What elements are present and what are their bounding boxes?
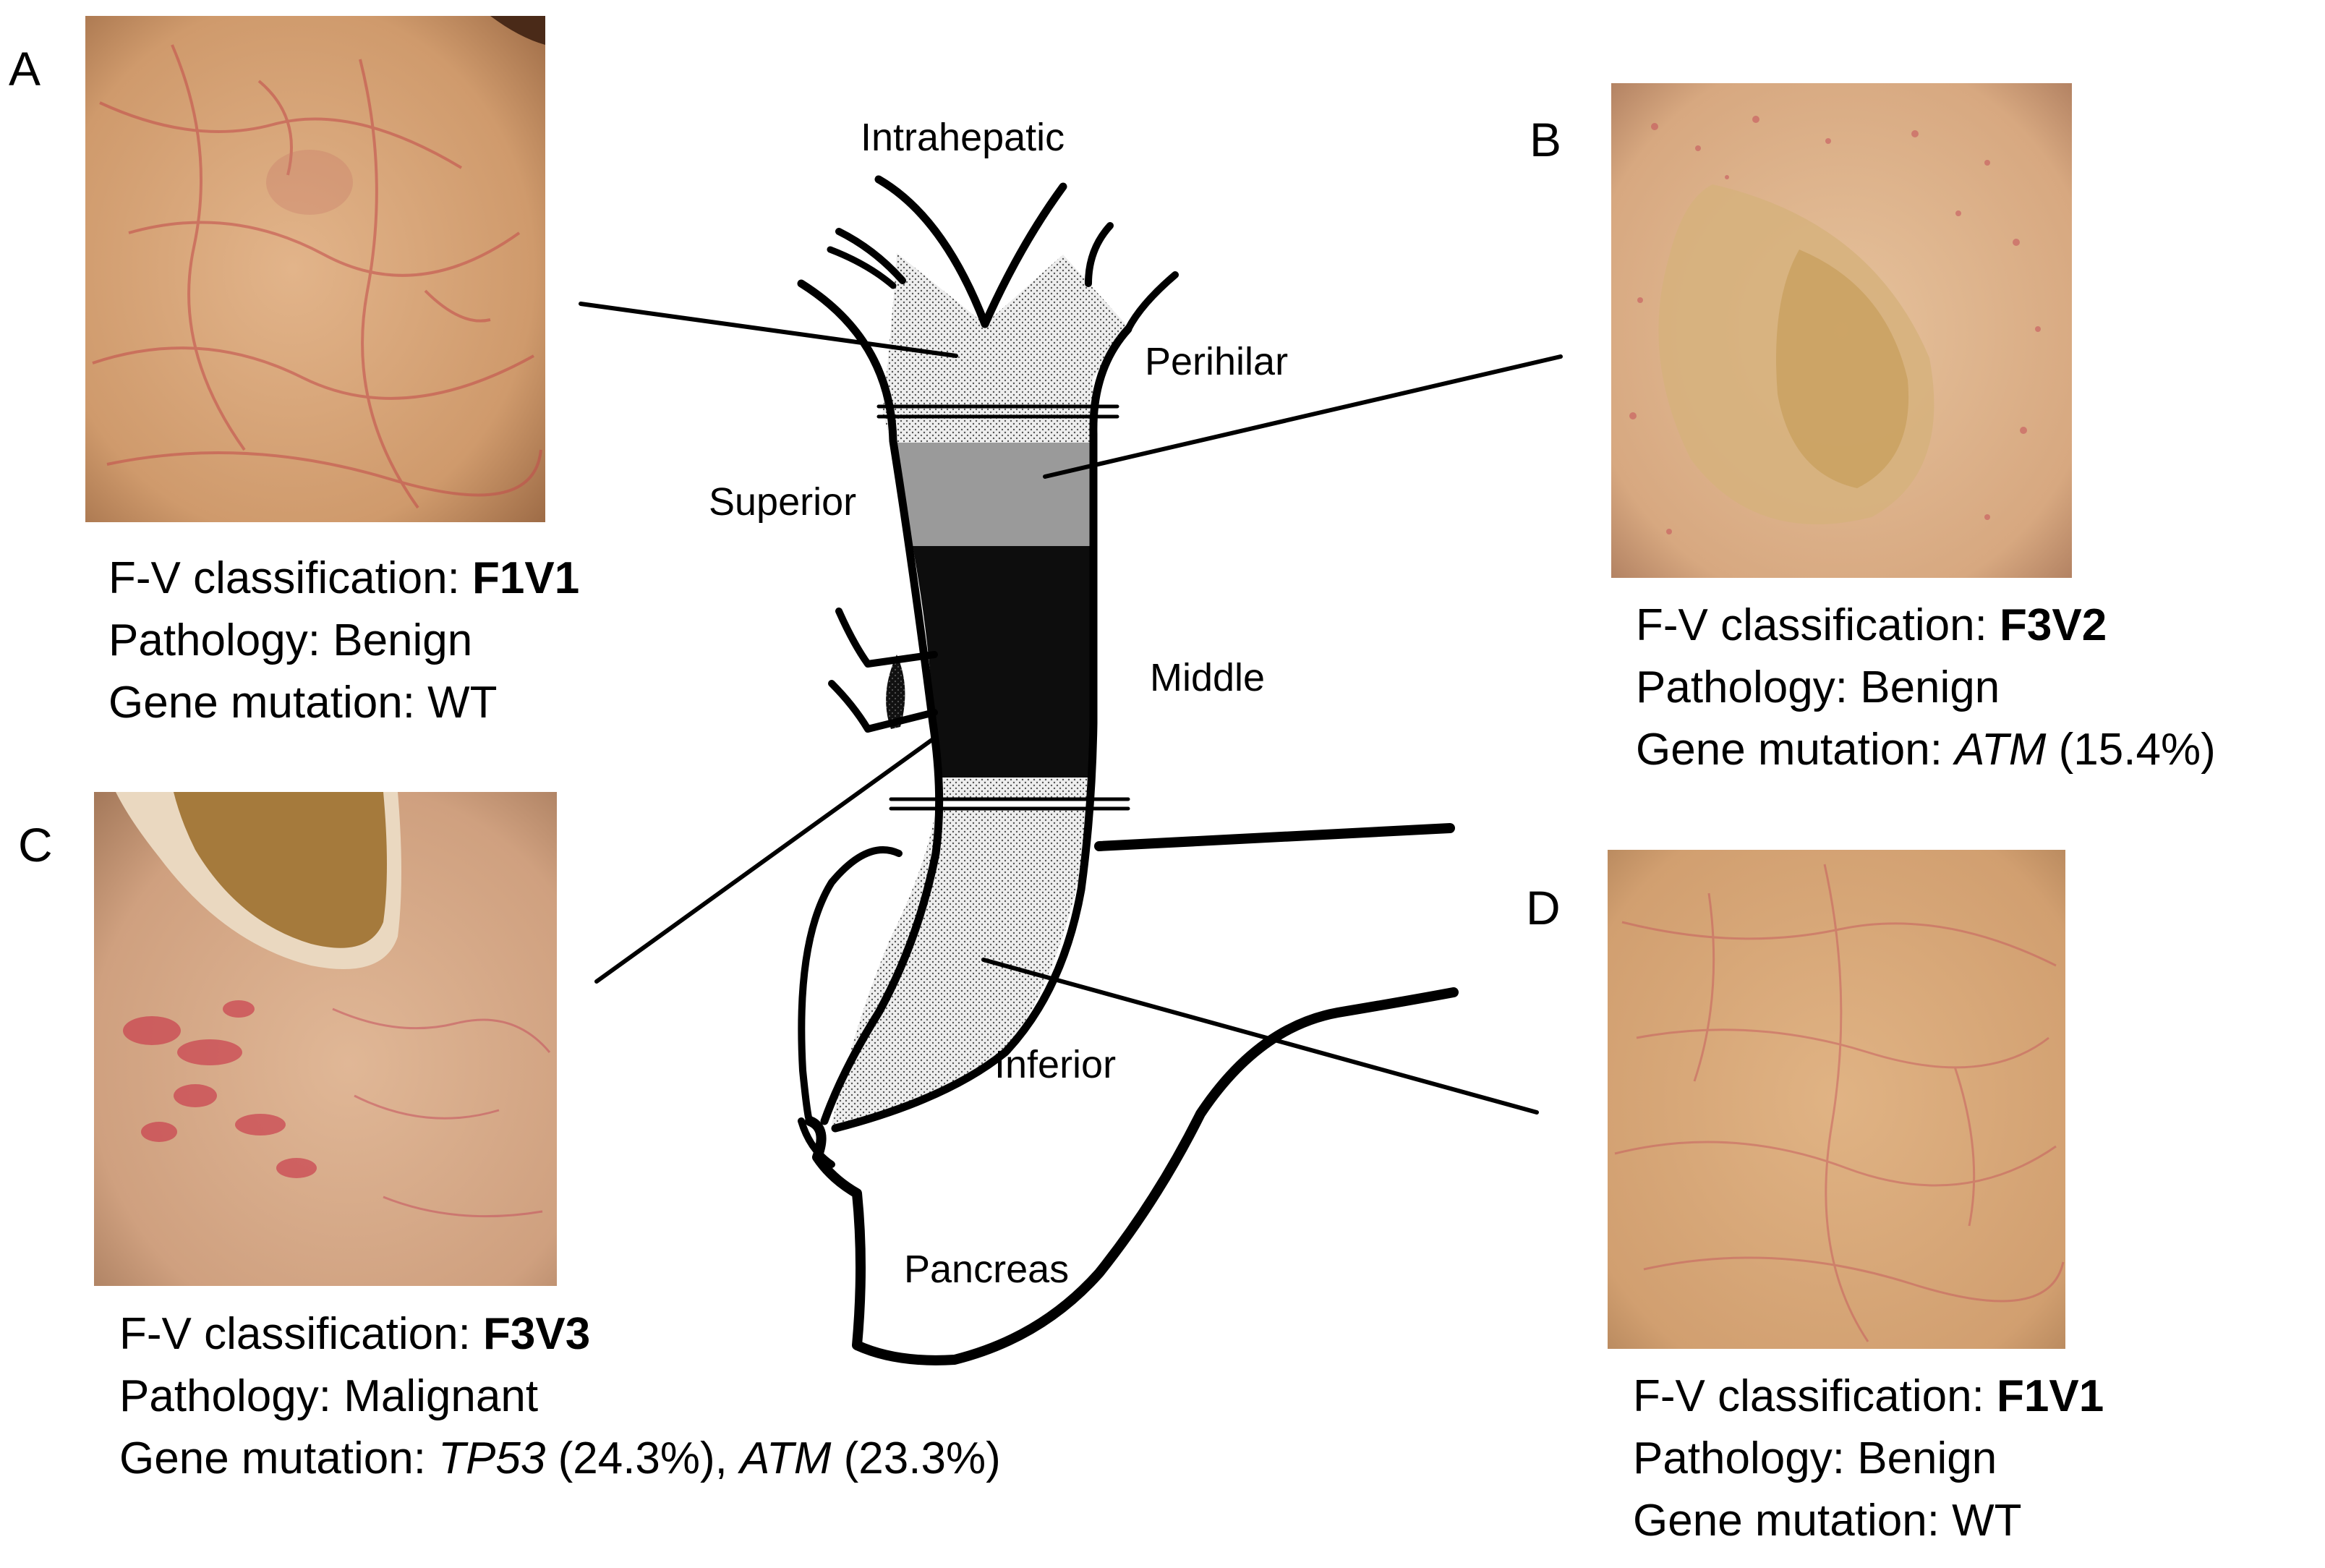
label-pancreas: Pancreas xyxy=(904,1248,1069,1291)
label-intrahepatic: Intrahepatic xyxy=(861,116,1065,159)
photo-panel-c xyxy=(94,792,557,1286)
label-perihilar: Perihilar xyxy=(1145,340,1288,383)
photo-panel-d xyxy=(1608,850,2065,1349)
fv-classification: F-V classification: F1V1 xyxy=(1633,1371,2104,1421)
caption-panel-b: F-V classification: F3V2 Pathology: Beni… xyxy=(1636,595,2216,781)
gene-mutation: Gene mutation: ATM (15.4%) xyxy=(1636,725,2216,775)
photo-panel-b xyxy=(1611,83,2072,578)
panel-letter-d: D xyxy=(1526,881,1561,934)
gene-mutation: Gene mutation: TP53 (24.3%), ATM (23.3%) xyxy=(119,1433,1001,1483)
panel-letter-a: A xyxy=(9,42,41,95)
pathology: Pathology: Benign xyxy=(1636,662,2000,712)
label-superior: Superior xyxy=(709,480,856,524)
caption-panel-c: F-V classification: F3V3 Pathology: Mali… xyxy=(119,1303,1001,1490)
gene-mutation: Gene mutation: WT xyxy=(1633,1496,2022,1546)
pathology: Pathology: Benign xyxy=(108,615,473,665)
label-inferior: Inferior xyxy=(994,1043,1116,1086)
panel-letter-b: B xyxy=(1530,113,1562,166)
gene-mutation: Gene mutation: WT xyxy=(108,678,498,728)
leader-line-c xyxy=(594,737,935,984)
superior-segment xyxy=(891,443,1096,546)
fv-classification: F-V classification: F3V2 xyxy=(1636,600,2107,650)
pathology: Pathology: Benign xyxy=(1633,1433,1997,1483)
fv-classification: F-V classification: F1V1 xyxy=(108,553,580,603)
label-middle: Middle xyxy=(1150,656,1265,699)
leader-line-a xyxy=(579,302,958,358)
caption-panel-a: F-V classification: F1V1 Pathology: Beni… xyxy=(108,547,579,734)
inferior-segment xyxy=(832,810,1091,1125)
perihilar-region xyxy=(882,253,1128,416)
panel-letter-c: C xyxy=(18,818,53,872)
pathology: Pathology: Malignant xyxy=(119,1371,539,1421)
photo-panel-a xyxy=(85,16,545,522)
leader-line-d xyxy=(981,958,1539,1115)
caption-panel-d: F-V classification: F1V1 Pathology: Beni… xyxy=(1633,1365,2104,1552)
fv-classification: F-V classification: F3V3 xyxy=(119,1309,591,1359)
leader-line-b xyxy=(1043,354,1563,479)
middle-segment xyxy=(913,546,1093,777)
